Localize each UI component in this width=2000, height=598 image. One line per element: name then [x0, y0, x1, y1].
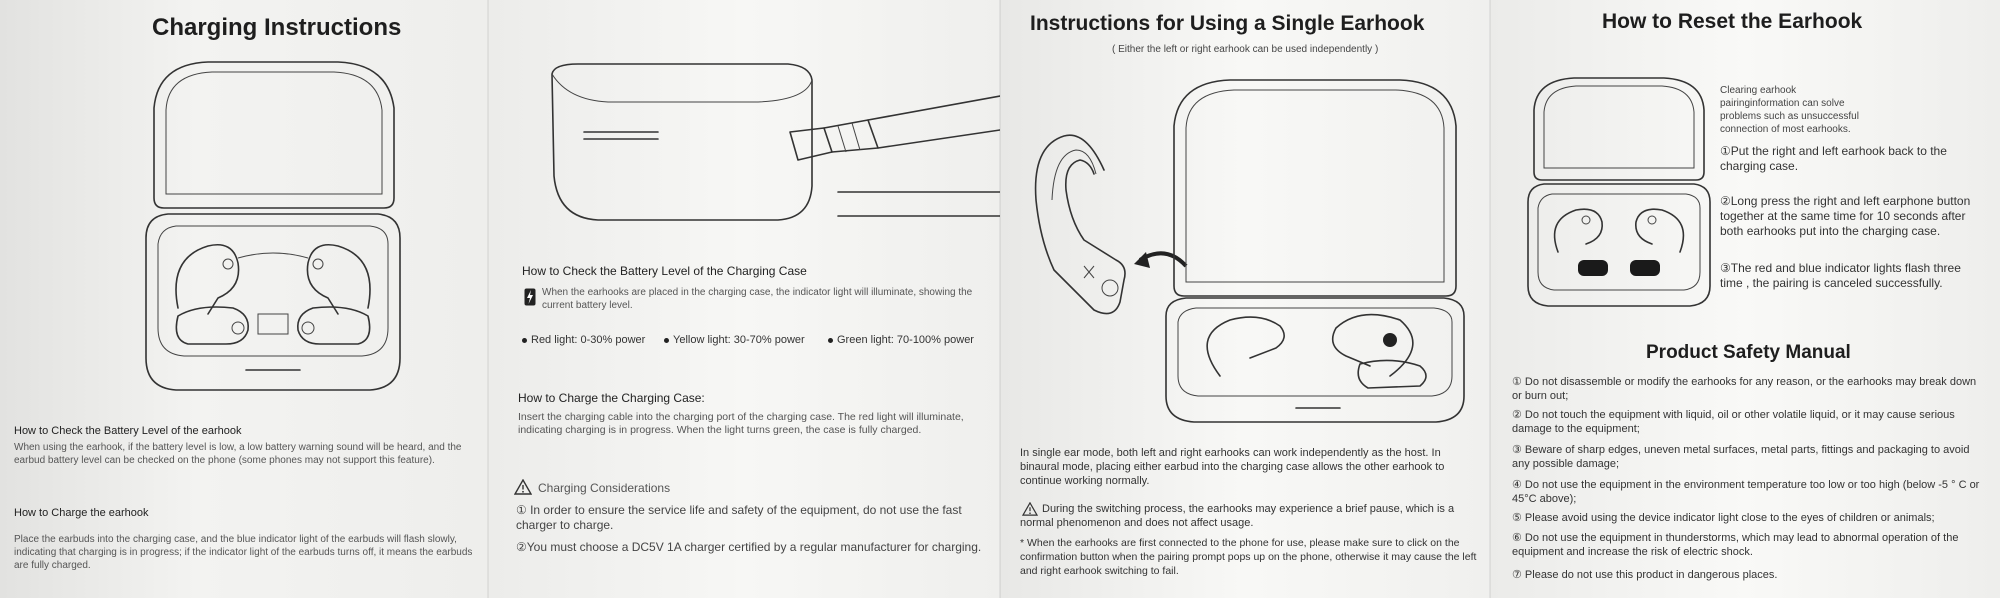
reset-step-1: ①Put the right and left earhook back to …: [1720, 144, 1947, 173]
legend-green: Green light: 70-100% power: [828, 334, 974, 346]
fold-line: [487, 0, 489, 598]
closed-case-cable-icon: [538, 56, 1000, 226]
safety-item-6: ⑥ Do not use the equipment in thundersto…: [1512, 532, 1959, 558]
safety-item-3: ③ Beware of sharp edges, uneven metal su…: [1512, 444, 1970, 470]
reset-case-icon: [1524, 76, 1714, 308]
earhook-arrow-icon: [1024, 90, 1144, 320]
switch-note: During the switching process, the earhoo…: [1020, 503, 1455, 529]
warning-icon: [513, 478, 533, 500]
panel-charging-instructions: Charging Instructions How to Check the B…: [0, 0, 488, 598]
safety-item-4: ④ Do not use the equipment in the enviro…: [1512, 479, 1980, 505]
charge-earhook-heading: How to Charge the earhook: [14, 507, 149, 519]
panel-single-earhook: Instructions for Using a Single Earhook …: [1000, 0, 1490, 598]
single-earhook-subtitle: ( Either the left or right earhook can b…: [1112, 44, 1379, 55]
reset-intro: Clearing earhook pairinginformation can …: [1720, 85, 1859, 135]
mode-text: In single ear mode, both left and right …: [1020, 447, 1445, 487]
charge-earhook-text: Place the earbuds into the charging case…: [14, 534, 473, 571]
pair-note: * When the earhooks are first connected …: [1020, 537, 1477, 577]
legend-yellow: Yellow light: 30-70% power: [664, 334, 805, 346]
safety-title: Product Safety Manual: [1646, 342, 1851, 363]
panel-reset-earhook: How to Reset the Earhook Clearing earhoo…: [1490, 0, 2000, 598]
reset-step-2: ②Long press the right and left earphone …: [1720, 194, 1971, 238]
page-title: Charging Instructions: [152, 14, 402, 41]
safety-item-7: ⑦ Please do not use this product in dang…: [1512, 569, 1778, 581]
warning-icon-switch: [1021, 501, 1039, 521]
case-charge-text: Insert the charging cable into the charg…: [518, 411, 964, 436]
case-battery-heading: How to Check the Battery Level of the Ch…: [522, 264, 807, 278]
reset-title: How to Reset the Earhook: [1602, 10, 1863, 33]
battery-level-heading: How to Check the Battery Level of the ea…: [14, 425, 242, 437]
battery-level-text: When using the earhook, if the battery l…: [14, 442, 462, 466]
reset-step-3: ③The red and blue indicator lights flash…: [1720, 261, 1961, 290]
safety-item-5: ⑤ Please avoid using the device indicato…: [1512, 512, 1935, 524]
consideration-2: ②You must choose a DC5V 1A charger certi…: [516, 540, 982, 554]
fold-line: [999, 0, 1001, 598]
safety-item-1: ① Do not disassemble or modify the earho…: [1512, 376, 1977, 402]
open-case-icon: [138, 58, 408, 398]
panel-charging-case: How to Check the Battery Level of the Ch…: [488, 0, 1000, 598]
legend-red: Red light: 0-30% power: [522, 334, 645, 346]
arrow-icon: [1130, 240, 1190, 280]
case-charge-heading: How to Charge the Charging Case:: [518, 391, 705, 405]
lightning-icon: [524, 288, 536, 311]
fold-line: [1489, 0, 1491, 598]
considerations-heading: Charging Considerations: [538, 481, 671, 495]
consideration-1: ① In order to ensure the service life an…: [516, 503, 962, 532]
case-battery-text: When the earhooks are placed in the char…: [542, 287, 973, 311]
open-case-earbuds-icon: [1160, 76, 1470, 426]
single-earhook-title: Instructions for Using a Single Earhook: [1030, 12, 1425, 35]
safety-item-2: ② Do not touch the equipment with liquid…: [1512, 409, 1955, 435]
